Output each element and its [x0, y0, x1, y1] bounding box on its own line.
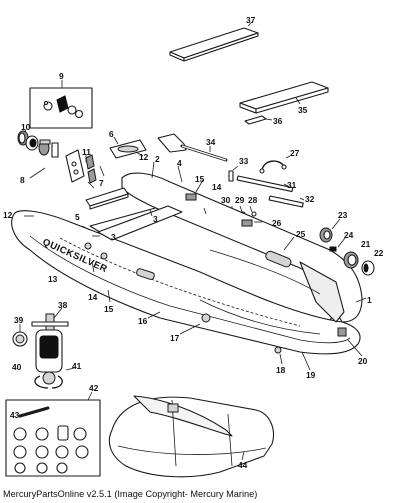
callout-3a: 3: [111, 232, 116, 242]
spare-parts-kit-42[interactable]: [5, 391, 101, 477]
callout-23: 23: [338, 210, 348, 220]
callout-8: 8: [20, 175, 25, 185]
callout-12a: 12: [139, 152, 149, 162]
hull-leader-lines: [24, 151, 367, 371]
callout-labels: 1 2 3 3 4 5 6 7 8 9 10 11 12 12 13 14 14…: [3, 15, 384, 470]
callout-17: 17: [170, 333, 180, 343]
image-copyright-footer: MercuryPartsOnline v2.5.1 (Image Copyrig…: [3, 489, 258, 499]
oar-shaft-32[interactable]: [268, 195, 305, 208]
seat-strap-36[interactable]: [244, 115, 273, 125]
valve-parts-right[interactable]: [319, 218, 375, 276]
callout-25: 25: [296, 229, 306, 239]
callout-2: 2: [155, 154, 160, 164]
callout-12b: 12: [3, 210, 13, 220]
callout-28: 28: [248, 195, 258, 205]
seat-35[interactable]: [239, 81, 329, 114]
callout-22: 22: [374, 248, 384, 258]
oar-shaft-31[interactable]: [236, 175, 294, 193]
callout-44: 44: [238, 460, 248, 470]
callout-40: 40: [12, 362, 22, 372]
storage-bag-44[interactable]: [108, 395, 274, 478]
callout-19: 19: [306, 370, 316, 380]
valve-assembly[interactable]: [17, 129, 97, 184]
callout-37: 37: [246, 15, 256, 25]
callout-16: 16: [138, 316, 148, 326]
callout-27: 27: [290, 148, 300, 158]
callout-1: 1: [367, 295, 372, 305]
callout-20: 20: [358, 356, 368, 366]
oar-34[interactable]: [157, 133, 228, 162]
callout-13: 13: [48, 274, 58, 284]
adapter-39[interactable]: [12, 324, 28, 347]
callout-14b: 14: [88, 292, 98, 302]
callout-6: 6: [109, 129, 114, 139]
callout-5: 5: [75, 212, 80, 222]
callout-38: 38: [58, 300, 68, 310]
callout-10: 10: [21, 122, 31, 132]
callout-4: 4: [177, 158, 182, 168]
callout-14a: 14: [212, 182, 222, 192]
inflatable-boat-hull-1[interactable]: QUICKSILVER: [11, 172, 363, 355]
foot-pump-40[interactable]: [31, 307, 75, 389]
cable-27[interactable]: [259, 155, 291, 174]
callout-3b: 3: [153, 214, 158, 224]
callout-11: 11: [82, 147, 91, 157]
callout-21: 21: [361, 239, 371, 249]
grab-handle-6[interactable]: [109, 136, 147, 159]
callout-43: 43: [10, 410, 20, 420]
callout-26: 26: [272, 218, 282, 228]
callout-7: 7: [99, 178, 104, 188]
callout-31: 31: [287, 180, 297, 190]
callout-29: 29: [235, 195, 245, 205]
floor-panel-7[interactable]: [85, 187, 129, 210]
callout-42: 42: [89, 383, 99, 393]
callout-18: 18: [276, 365, 286, 375]
seat-board-37[interactable]: [169, 21, 259, 62]
diagram-canvas: QUICKSILVER: [3, 15, 384, 478]
callout-15b: 15: [104, 304, 114, 314]
callout-39: 39: [14, 315, 24, 325]
callout-33: 33: [239, 156, 249, 166]
callout-9: 9: [59, 71, 64, 81]
callout-15a: 15: [195, 174, 205, 184]
callout-30: 30: [221, 195, 231, 205]
callout-36: 36: [273, 116, 283, 126]
callout-41: 41: [72, 361, 82, 371]
pin-33[interactable]: [228, 165, 239, 182]
callout-32: 32: [305, 194, 315, 204]
callout-24: 24: [344, 230, 354, 240]
callout-34: 34: [206, 137, 216, 147]
callout-35: 35: [298, 105, 308, 115]
repair-kit-box-9[interactable]: [29, 80, 93, 129]
